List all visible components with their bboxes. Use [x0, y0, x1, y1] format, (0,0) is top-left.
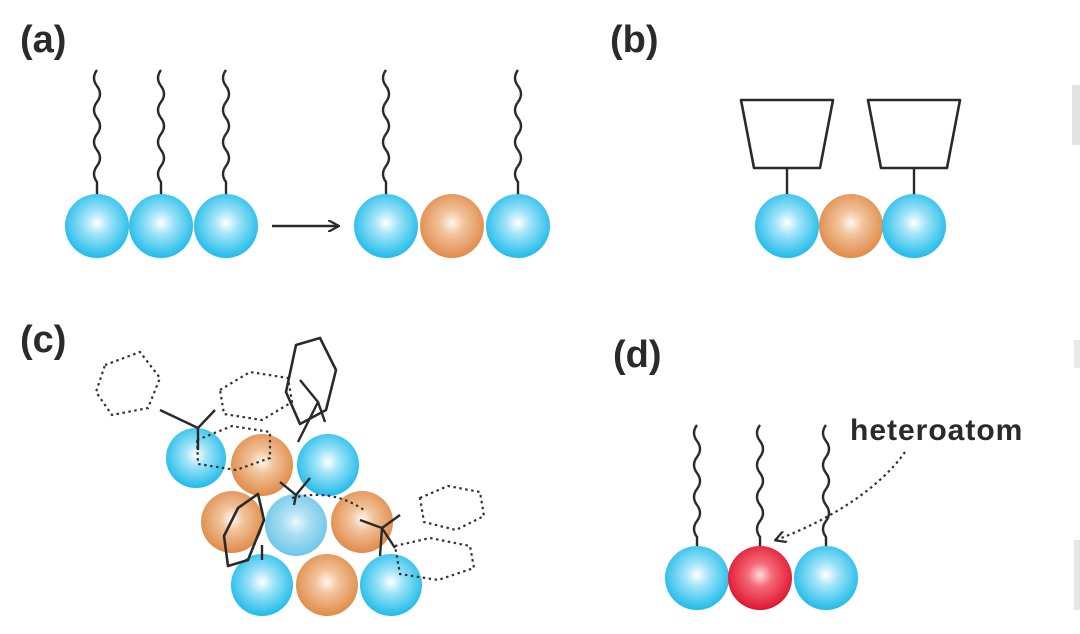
ligand-chain	[221, 69, 231, 196]
ligand-chain	[513, 69, 523, 196]
host-atom	[755, 194, 819, 258]
host-atom	[794, 546, 858, 610]
ligand-chain	[755, 424, 765, 548]
ligand-chain	[92, 69, 102, 196]
phosphine-bond	[279, 477, 311, 506]
phenyl-ring	[222, 492, 266, 568]
host-atom	[297, 434, 359, 496]
edge-mark	[1072, 85, 1080, 145]
phosphine-bond	[359, 514, 401, 557]
edge-mark	[1074, 540, 1080, 610]
ligand-chain	[821, 424, 831, 548]
phosphine-bond	[159, 408, 216, 450]
panel-b-label: (b)	[610, 19, 659, 61]
panel-a-label: (a)	[20, 19, 66, 61]
host-atom	[665, 546, 729, 610]
heteroatom-pointer-arrow	[776, 451, 906, 540]
panel-a: (a)	[20, 19, 550, 258]
edge-mark	[1074, 340, 1080, 368]
ligand-chain	[156, 69, 166, 196]
phenyl-ring	[284, 336, 338, 426]
dopant-atom	[296, 554, 358, 616]
panel-c: (c)	[20, 319, 486, 616]
panel-d-label: (d)	[613, 334, 662, 376]
host-atom	[486, 194, 550, 258]
ligand-link-dotted	[291, 493, 365, 511]
panel-c-label: (c)	[20, 319, 66, 361]
dopant-atom	[420, 194, 484, 258]
dopant-atom	[231, 434, 293, 496]
cyclodextrin-cup	[739, 98, 835, 170]
ligand-chain	[692, 424, 702, 548]
phenyl-ring-dotted	[418, 484, 486, 532]
phenyl-ring-dotted	[393, 536, 476, 582]
host-atom	[65, 194, 129, 258]
host-atom	[882, 194, 946, 258]
host-atom	[231, 554, 293, 616]
cyclodextrin-cup	[866, 98, 962, 170]
dopant-atom	[819, 194, 883, 258]
heteroatom-label: heteroatom	[850, 414, 1023, 447]
host-atom	[354, 194, 418, 258]
heteroatom-atom	[728, 546, 792, 610]
host-atom	[194, 194, 258, 258]
host-atom	[360, 554, 422, 616]
phenyl-ring-dotted	[218, 370, 294, 422]
phosphine-bond	[296, 379, 327, 443]
panel-d: (d) heteroatom	[613, 334, 1023, 610]
host-atom	[129, 194, 193, 258]
host-atom	[166, 428, 226, 488]
ligand-chain	[381, 69, 391, 196]
phenyl-ring-dotted	[195, 424, 272, 472]
panel-b: (b)	[610, 19, 962, 258]
phenyl-ring-dotted	[94, 350, 162, 417]
host-atom-subsurface	[265, 494, 327, 556]
